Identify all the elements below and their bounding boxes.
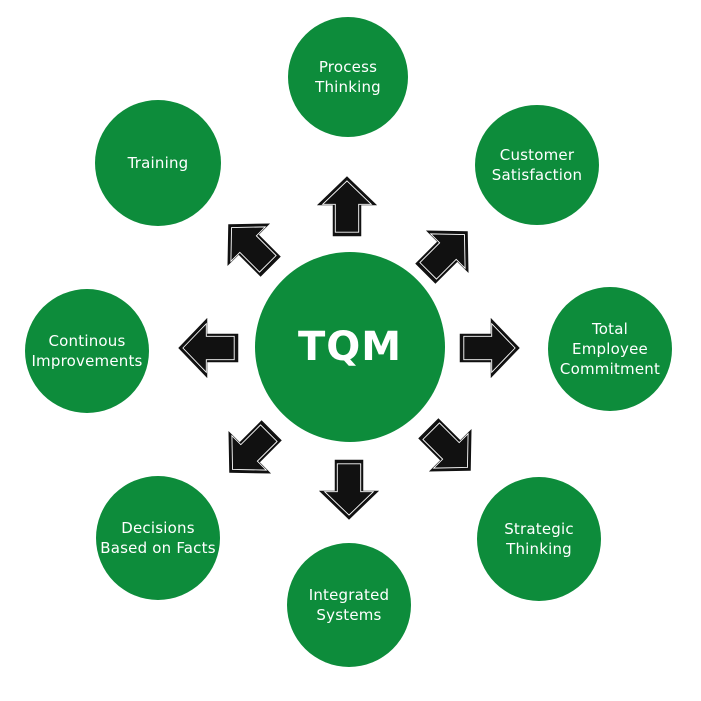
circle-training: Training: [95, 100, 221, 226]
circle-process-thinking: Process Thinking: [288, 17, 408, 137]
arrow-body: [182, 322, 235, 374]
arrow-body: [230, 226, 277, 273]
arrow-down-right-icon: [417, 418, 481, 479]
center-label: TQM: [297, 324, 403, 370]
arrow-up-left-icon: [218, 216, 282, 277]
process-thinking-label: Process Thinking: [315, 58, 381, 96]
customer-satisfaction-label: Customer Satisfaction: [491, 146, 583, 184]
decisions-based-on-facts-label: Decisions Based on Facts: [100, 519, 216, 557]
arrow-left-icon: [177, 317, 241, 379]
arrow-body: [419, 233, 466, 280]
arrow-down-left-icon: [219, 420, 283, 481]
arrow-down-icon: [317, 459, 381, 520]
arrow-body: [422, 422, 469, 469]
arrow-body: [321, 180, 373, 233]
circle-integrated-systems: Integrated Systems: [287, 543, 411, 667]
arrow-body: [323, 463, 375, 516]
arrow-right-icon: [457, 317, 521, 379]
continous-improvements-label: Continous Improvements: [31, 332, 143, 370]
training-label: Training: [127, 154, 189, 172]
arrow-up-right-icon: [414, 223, 478, 284]
arrow-body: [231, 424, 278, 471]
circle-total-employee-commitment: Total Employee Commitment: [548, 287, 672, 411]
arrow-up-icon: [315, 176, 379, 237]
circle-decisions-based-on-facts: Decisions Based on Facts: [96, 476, 220, 600]
total-employee-commitment-label: Total Employee Commitment: [559, 320, 661, 378]
center-circle-tqm: TQM: [255, 252, 445, 442]
circle-strategic-thinking: Strategic Thinking: [477, 477, 601, 601]
circle-customer-satisfaction: Customer Satisfaction: [475, 105, 599, 225]
integrated-systems-label: Integrated Systems: [308, 586, 390, 624]
strategic-thinking-label: Strategic Thinking: [504, 520, 574, 558]
circle-continous-improvements: Continous Improvements: [25, 289, 149, 413]
arrow-body: [463, 322, 516, 374]
